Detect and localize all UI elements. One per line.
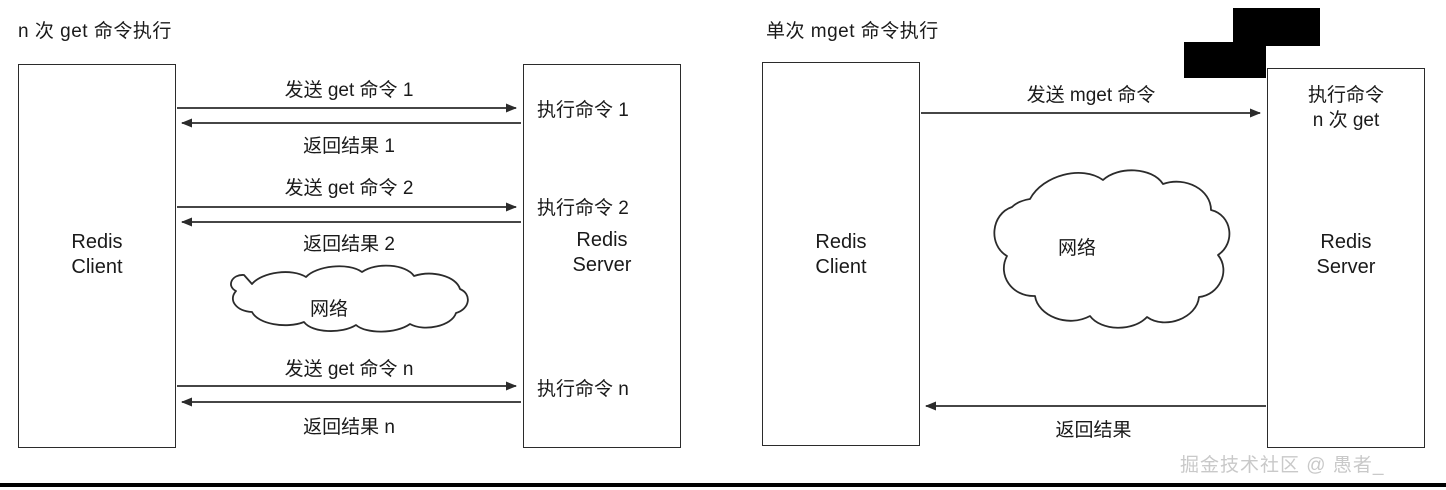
left-server-note-1: 执行命令 1	[537, 100, 629, 121]
left-redis-client-box	[18, 64, 176, 448]
left-msg-label-send-2: 发送 get 命令 2	[284, 178, 414, 199]
left-msg-label-return-1: 返回结果 1	[303, 136, 395, 157]
right-msg-label-return: 返回结果	[1055, 420, 1132, 441]
right-redis-client-box	[762, 62, 920, 446]
right-redis-server-label: Redis Server	[1316, 231, 1376, 278]
left-redis-server-box	[523, 64, 681, 448]
right-panel-title: 单次 mget 命令执行	[766, 21, 939, 42]
bottom-divider	[0, 483, 1446, 487]
watermark: 掘金技术社区 @ 愚者_	[1180, 455, 1385, 476]
black-redaction-block-upper	[1233, 8, 1320, 46]
left-server-note-n: 执行命令 n	[537, 379, 629, 400]
right-cloud-label: 网络	[1058, 238, 1097, 259]
left-cloud-icon	[230, 264, 469, 333]
right-redis-client-label: Redis Client	[815, 231, 867, 278]
left-cloud-label: 网络	[310, 299, 349, 320]
left-msg-label-return-2: 返回结果 2	[303, 234, 395, 255]
right-cloud-icon	[993, 169, 1231, 329]
left-redis-server-label: Redis Server	[572, 229, 632, 276]
right-server-note: 执行命令 n 次 get	[1307, 85, 1384, 131]
right-msg-label-send-mget: 发送 mget 命令	[1026, 85, 1156, 106]
right-redis-server-box	[1267, 68, 1425, 448]
black-redaction-block-lower	[1184, 42, 1266, 78]
left-panel-title: n 次 get 命令执行	[18, 21, 172, 42]
left-msg-label-send-1: 发送 get 命令 1	[284, 80, 414, 101]
left-server-note-2: 执行命令 2	[537, 198, 629, 219]
left-redis-client-label: Redis Client	[71, 231, 123, 278]
left-msg-label-return-n: 返回结果 n	[303, 417, 395, 438]
left-msg-label-send-n: 发送 get 命令 n	[284, 359, 414, 380]
